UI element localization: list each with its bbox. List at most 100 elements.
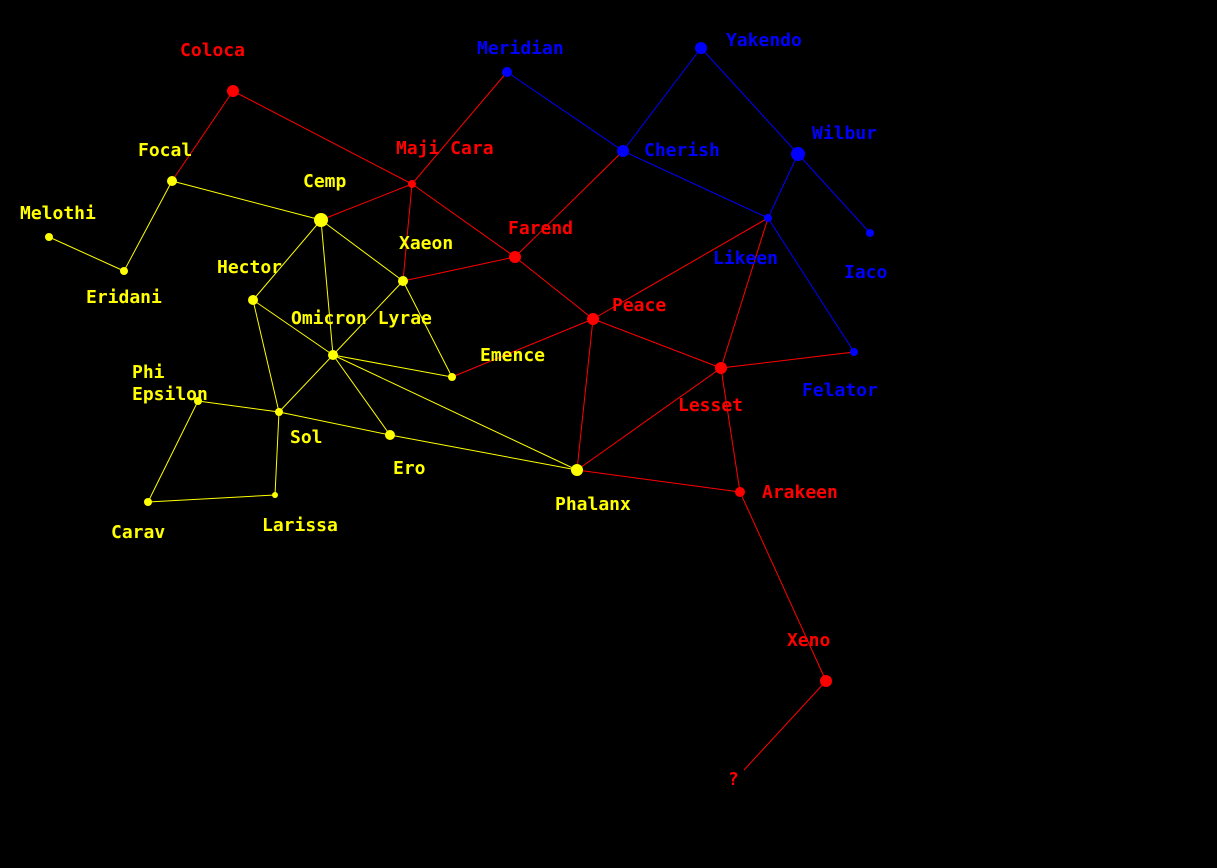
star-label-hector: Hector	[217, 257, 282, 278]
star-label-focal: Focal	[138, 140, 192, 161]
star-system-meridian[interactable]	[502, 67, 512, 77]
hyperlane-maji-cara-farend	[411, 183, 516, 258]
hyperlane-maji-cara-meridian	[411, 71, 508, 185]
hyperlane-peace-emence	[451, 318, 594, 378]
hyperlane-wilbur-iaco	[797, 153, 871, 234]
hyperlane-xaeon-omicron-lyrae	[332, 280, 404, 356]
star-system-xeno[interactable]	[820, 675, 832, 687]
star-label-omicron-lyrae: Omicron Lyrae	[291, 308, 432, 329]
hyperlane-coloca-maji-cara	[232, 90, 413, 185]
hyperlane-omicron-lyrae-emence	[332, 354, 453, 378]
hyperlane-focal-coloca	[171, 90, 234, 182]
star-label-yakendo: Yakendo	[726, 30, 802, 51]
star-label-felator: Felator	[802, 380, 878, 401]
hyperlane-arakeen-xeno	[739, 491, 827, 682]
hyperlane-peace-lesset	[592, 318, 722, 369]
hyperlane-ero-phalanx	[389, 434, 578, 471]
hyperlane-layer	[48, 47, 871, 771]
hyperlane-xaeon-emence	[402, 280, 453, 378]
star-system-xaeon[interactable]	[398, 276, 408, 286]
star-system-peace[interactable]	[587, 313, 599, 325]
hyperlane-hector-omicron-lyrae	[252, 299, 334, 356]
hyperlane-xeno-unknown	[743, 680, 827, 771]
star-system-yakendo[interactable]	[695, 42, 707, 54]
star-system-omicron-lyrae[interactable]	[328, 350, 338, 360]
star-label-cherish: Cherish	[644, 140, 720, 161]
star-system-melothi[interactable]	[45, 233, 53, 241]
star-label-peace: Peace	[612, 295, 666, 316]
star-label-arakeen: Arakeen	[762, 482, 838, 503]
hyperlane-melothi-eridani	[48, 236, 125, 272]
hyperlane-omicron-lyrae-phalanx	[332, 354, 578, 471]
star-system-cherish[interactable]	[617, 145, 629, 157]
star-system-eridani[interactable]	[120, 267, 128, 275]
star-label-sol: Sol	[290, 427, 323, 448]
star-system-emence[interactable]	[448, 373, 456, 381]
star-system-farend[interactable]	[509, 251, 521, 263]
star-label-xaeon: Xaeon	[399, 233, 453, 254]
star-label-coloca: Coloca	[180, 40, 245, 61]
star-label-unknown: ?	[728, 769, 739, 790]
star-system-sol[interactable]	[275, 408, 283, 416]
hyperlane-cemp-xaeon	[320, 219, 404, 282]
hyperlane-farend-cherish	[514, 150, 624, 258]
hyperlane-focal-cemp	[171, 180, 322, 221]
star-system-felator[interactable]	[850, 348, 858, 356]
star-label-maji-cara: Maji Cara	[396, 138, 494, 159]
hyperlane-phi-epsilon-carav	[147, 400, 199, 503]
hyperlane-lesset-likeen	[720, 217, 769, 369]
star-label-lesset: Lesset	[678, 395, 743, 416]
hyperlane-wilbur-likeen	[767, 153, 799, 219]
hyperlane-phalanx-arakeen	[576, 469, 741, 493]
star-label-wilbur: Wilbur	[812, 123, 877, 144]
hyperlane-omicron-lyrae-ero	[332, 354, 391, 436]
hyperlane-cemp-omicron-lyrae	[320, 219, 334, 356]
star-system-phalanx[interactable]	[571, 464, 583, 476]
star-system-cemp[interactable]	[314, 213, 328, 227]
star-label-xeno: Xeno	[787, 630, 830, 651]
star-label-iaco: Iaco	[844, 262, 887, 283]
star-system-focal[interactable]	[167, 176, 177, 186]
hyperlane-cherish-yakendo	[622, 47, 702, 152]
star-system-likeen[interactable]	[764, 214, 772, 222]
hyperlane-hector-sol	[252, 299, 280, 413]
hyperlane-phi-epsilon-sol	[197, 400, 280, 413]
hyperlane-lesset-arakeen	[720, 367, 741, 493]
star-system-phi-epsilon[interactable]	[194, 397, 202, 405]
star-system-coloca[interactable]	[227, 85, 239, 97]
star-system-lesset[interactable]	[715, 362, 727, 374]
hyperlane-sol-ero	[278, 411, 391, 436]
hyperlane-lesset-felator	[720, 351, 855, 369]
hyperlane-yakendo-wilbur	[700, 47, 799, 155]
star-label-likeen: Likeen	[713, 248, 778, 269]
hyperlane-maji-cara-xaeon	[402, 183, 413, 282]
star-system-maji-cara[interactable]	[408, 180, 416, 188]
star-label-cemp: Cemp	[303, 171, 347, 192]
star-system-larissa[interactable]	[272, 492, 278, 498]
hyperlane-lesset-phalanx	[576, 367, 722, 471]
star-system-arakeen[interactable]	[735, 487, 745, 497]
star-system-iaco[interactable]	[866, 229, 874, 237]
hyperlane-cherish-likeen	[622, 150, 769, 219]
star-label-carav: Carav	[111, 522, 165, 543]
hyperlane-meridian-cherish	[506, 71, 624, 152]
star-label-meridian: Meridian	[477, 38, 564, 59]
star-label-melothi: Melothi	[20, 203, 96, 224]
star-label-emence: Emence	[480, 345, 545, 366]
star-label-phalanx: Phalanx	[555, 494, 631, 515]
hyperlane-likeen-felator	[767, 217, 855, 353]
star-system-hector[interactable]	[248, 295, 258, 305]
star-system-wilbur[interactable]	[791, 147, 805, 161]
star-system-ero[interactable]	[385, 430, 395, 440]
hyperlane-farend-peace	[514, 256, 594, 320]
hyperlane-peace-likeen	[592, 217, 769, 320]
hyperlane-xaeon-farend	[402, 256, 516, 282]
star-system-carav[interactable]	[144, 498, 152, 506]
star-label-eridani: Eridani	[86, 287, 162, 308]
star-label-ero: Ero	[393, 458, 426, 479]
hyperlane-cemp-hector	[252, 219, 322, 301]
